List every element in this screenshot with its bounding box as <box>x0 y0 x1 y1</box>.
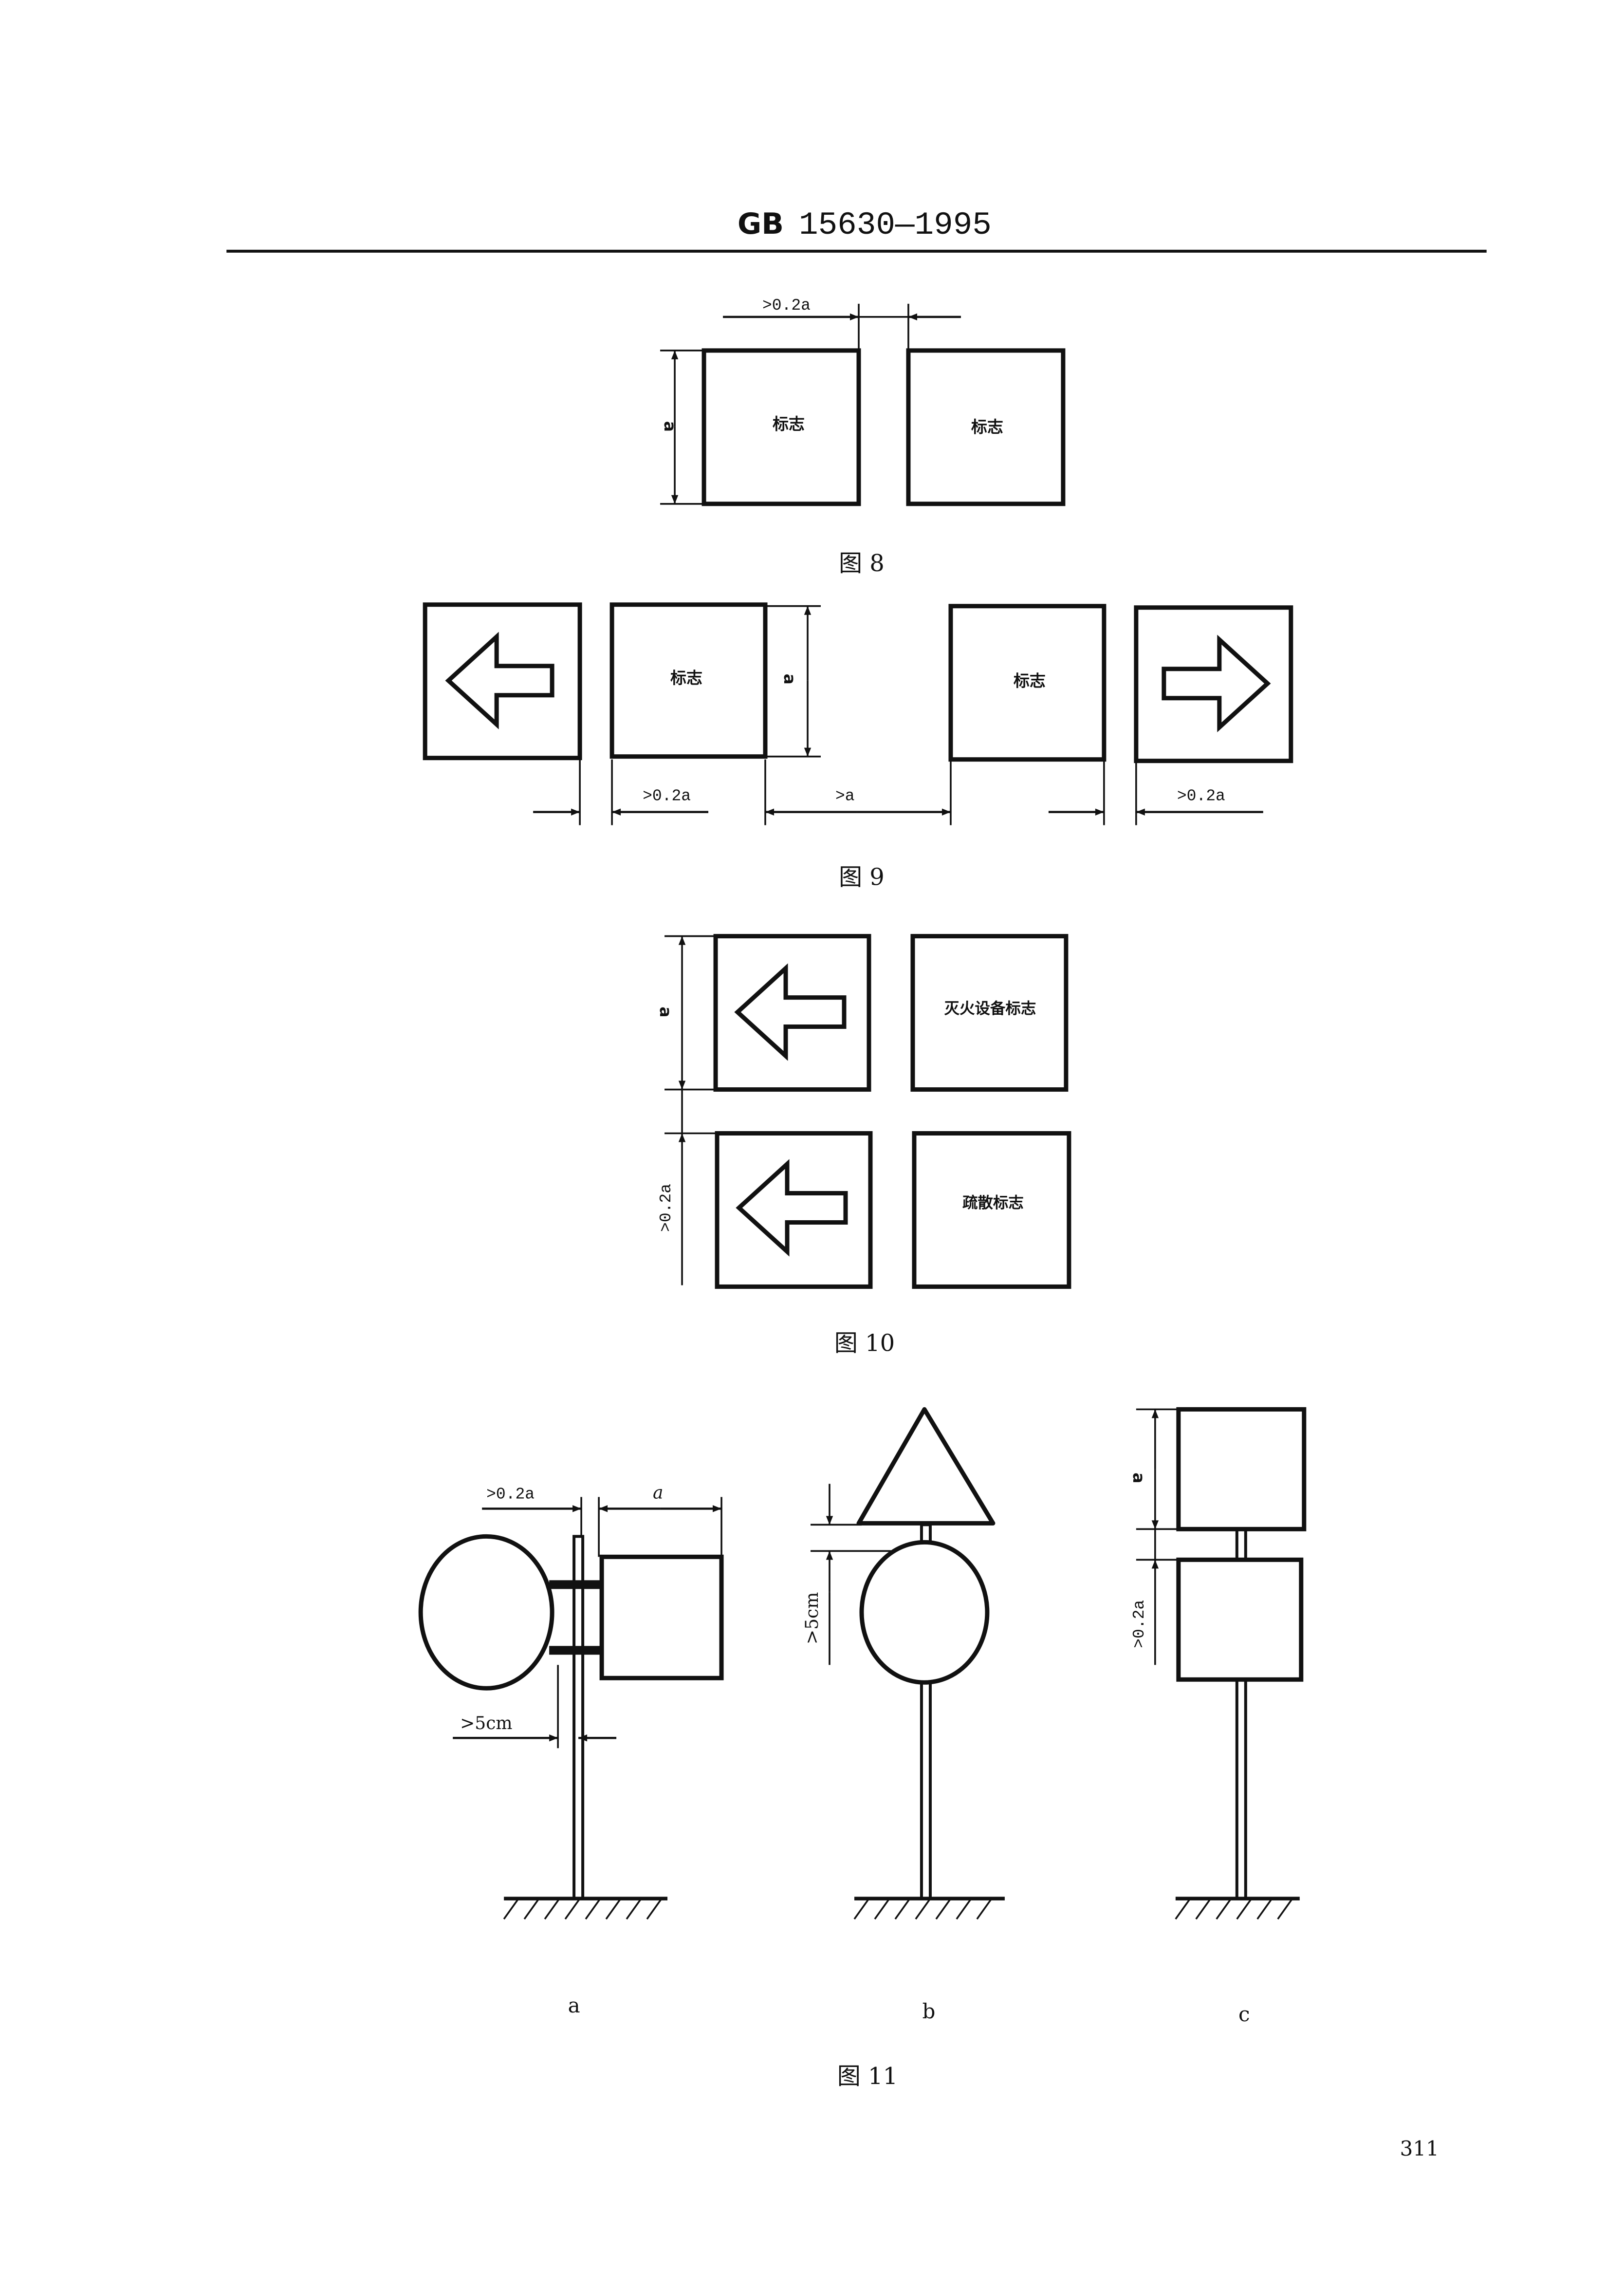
dim-side-label: a <box>656 1006 675 1017</box>
sign-box <box>948 604 1107 762</box>
sign-label: 标志 <box>773 414 805 433</box>
page-header: GB 15630—1995 <box>226 207 1487 253</box>
sub-label: b <box>923 1999 936 2023</box>
sign-box <box>906 348 1066 506</box>
figure-caption: 图 9 <box>839 864 885 891</box>
dim-left-gap-label: >0.2a <box>643 787 691 805</box>
sign-label: 标志 <box>670 669 702 688</box>
dim-gap-label: >5cm <box>802 1592 822 1644</box>
figure-8: 标志 标志 >0.2a a 图 8 <box>660 297 1066 577</box>
figure-caption: 图 8 <box>839 550 885 577</box>
dim-gap-label: >0.2a <box>657 1184 675 1232</box>
pole <box>572 1535 585 1900</box>
left-arrow-icon <box>445 632 554 729</box>
dim-gap-label: >0.2a <box>486 1485 535 1503</box>
dim-gap-label: >0.2a <box>762 297 811 315</box>
sub-label: c <box>1238 2002 1250 2026</box>
pole <box>1235 1527 1247 1562</box>
dim-right-gap-label: >0.2a <box>1177 787 1225 805</box>
pole <box>1235 1678 1247 1900</box>
sub-label: a <box>568 1993 580 2017</box>
triangle-sign <box>856 1407 996 1526</box>
sign-label: 灭火设备标志 <box>944 1000 1036 1018</box>
figure-11a: >0.2a a >5cm a <box>418 1483 724 2017</box>
sign-box <box>910 934 1069 1092</box>
figure-11c: a >0.2a c <box>1129 1407 1307 2026</box>
dim-offset-label: >5cm <box>460 1713 512 1733</box>
square-sign <box>599 1554 724 1680</box>
dim-middle-gap-label: >a <box>835 787 855 805</box>
square-sign <box>1176 1407 1307 1531</box>
ground-hatch <box>853 1897 1005 1920</box>
left-arrow-icon <box>734 963 847 1061</box>
right-arrow-icon <box>1162 634 1271 732</box>
sign-box <box>912 1131 1071 1289</box>
sign-box <box>701 348 861 506</box>
dim-side-label: a <box>661 421 680 432</box>
figure-11b: >5cm b <box>802 1407 1005 2023</box>
dim-side-label: a <box>1129 1472 1148 1483</box>
standard-number: 15630—1995 <box>799 207 992 243</box>
sign-box <box>609 602 768 759</box>
ground-hatch <box>1175 1897 1300 1920</box>
pole <box>920 1681 932 1900</box>
round-sign <box>859 1540 990 1685</box>
figure-9: 标志 标志 a >0.2a >a >0.2a 图 9 <box>423 602 1293 891</box>
figure-caption: 图 11 <box>837 2063 898 2090</box>
sign-label: 标志 <box>971 417 1003 436</box>
figure-caption: 图 10 <box>834 1329 895 1357</box>
dim-side-label: a <box>780 674 799 685</box>
left-arrow-icon <box>736 1159 848 1257</box>
dim-gap-label: >0.2a <box>1130 1600 1148 1648</box>
square-sign <box>1176 1557 1304 1682</box>
standard-code: GB <box>738 207 784 241</box>
sign-label: 疏散标志 <box>962 1194 1024 1211</box>
page-number: 311 <box>1400 2137 1439 2160</box>
figure-10: 灭火设备标志 疏散标志 a >0.2a 图 10 <box>656 934 1071 1357</box>
sign-label: 标志 <box>1014 671 1046 690</box>
ground-hatch <box>503 1897 668 1920</box>
round-sign <box>418 1534 554 1691</box>
dim-side-label: a <box>653 1483 663 1503</box>
